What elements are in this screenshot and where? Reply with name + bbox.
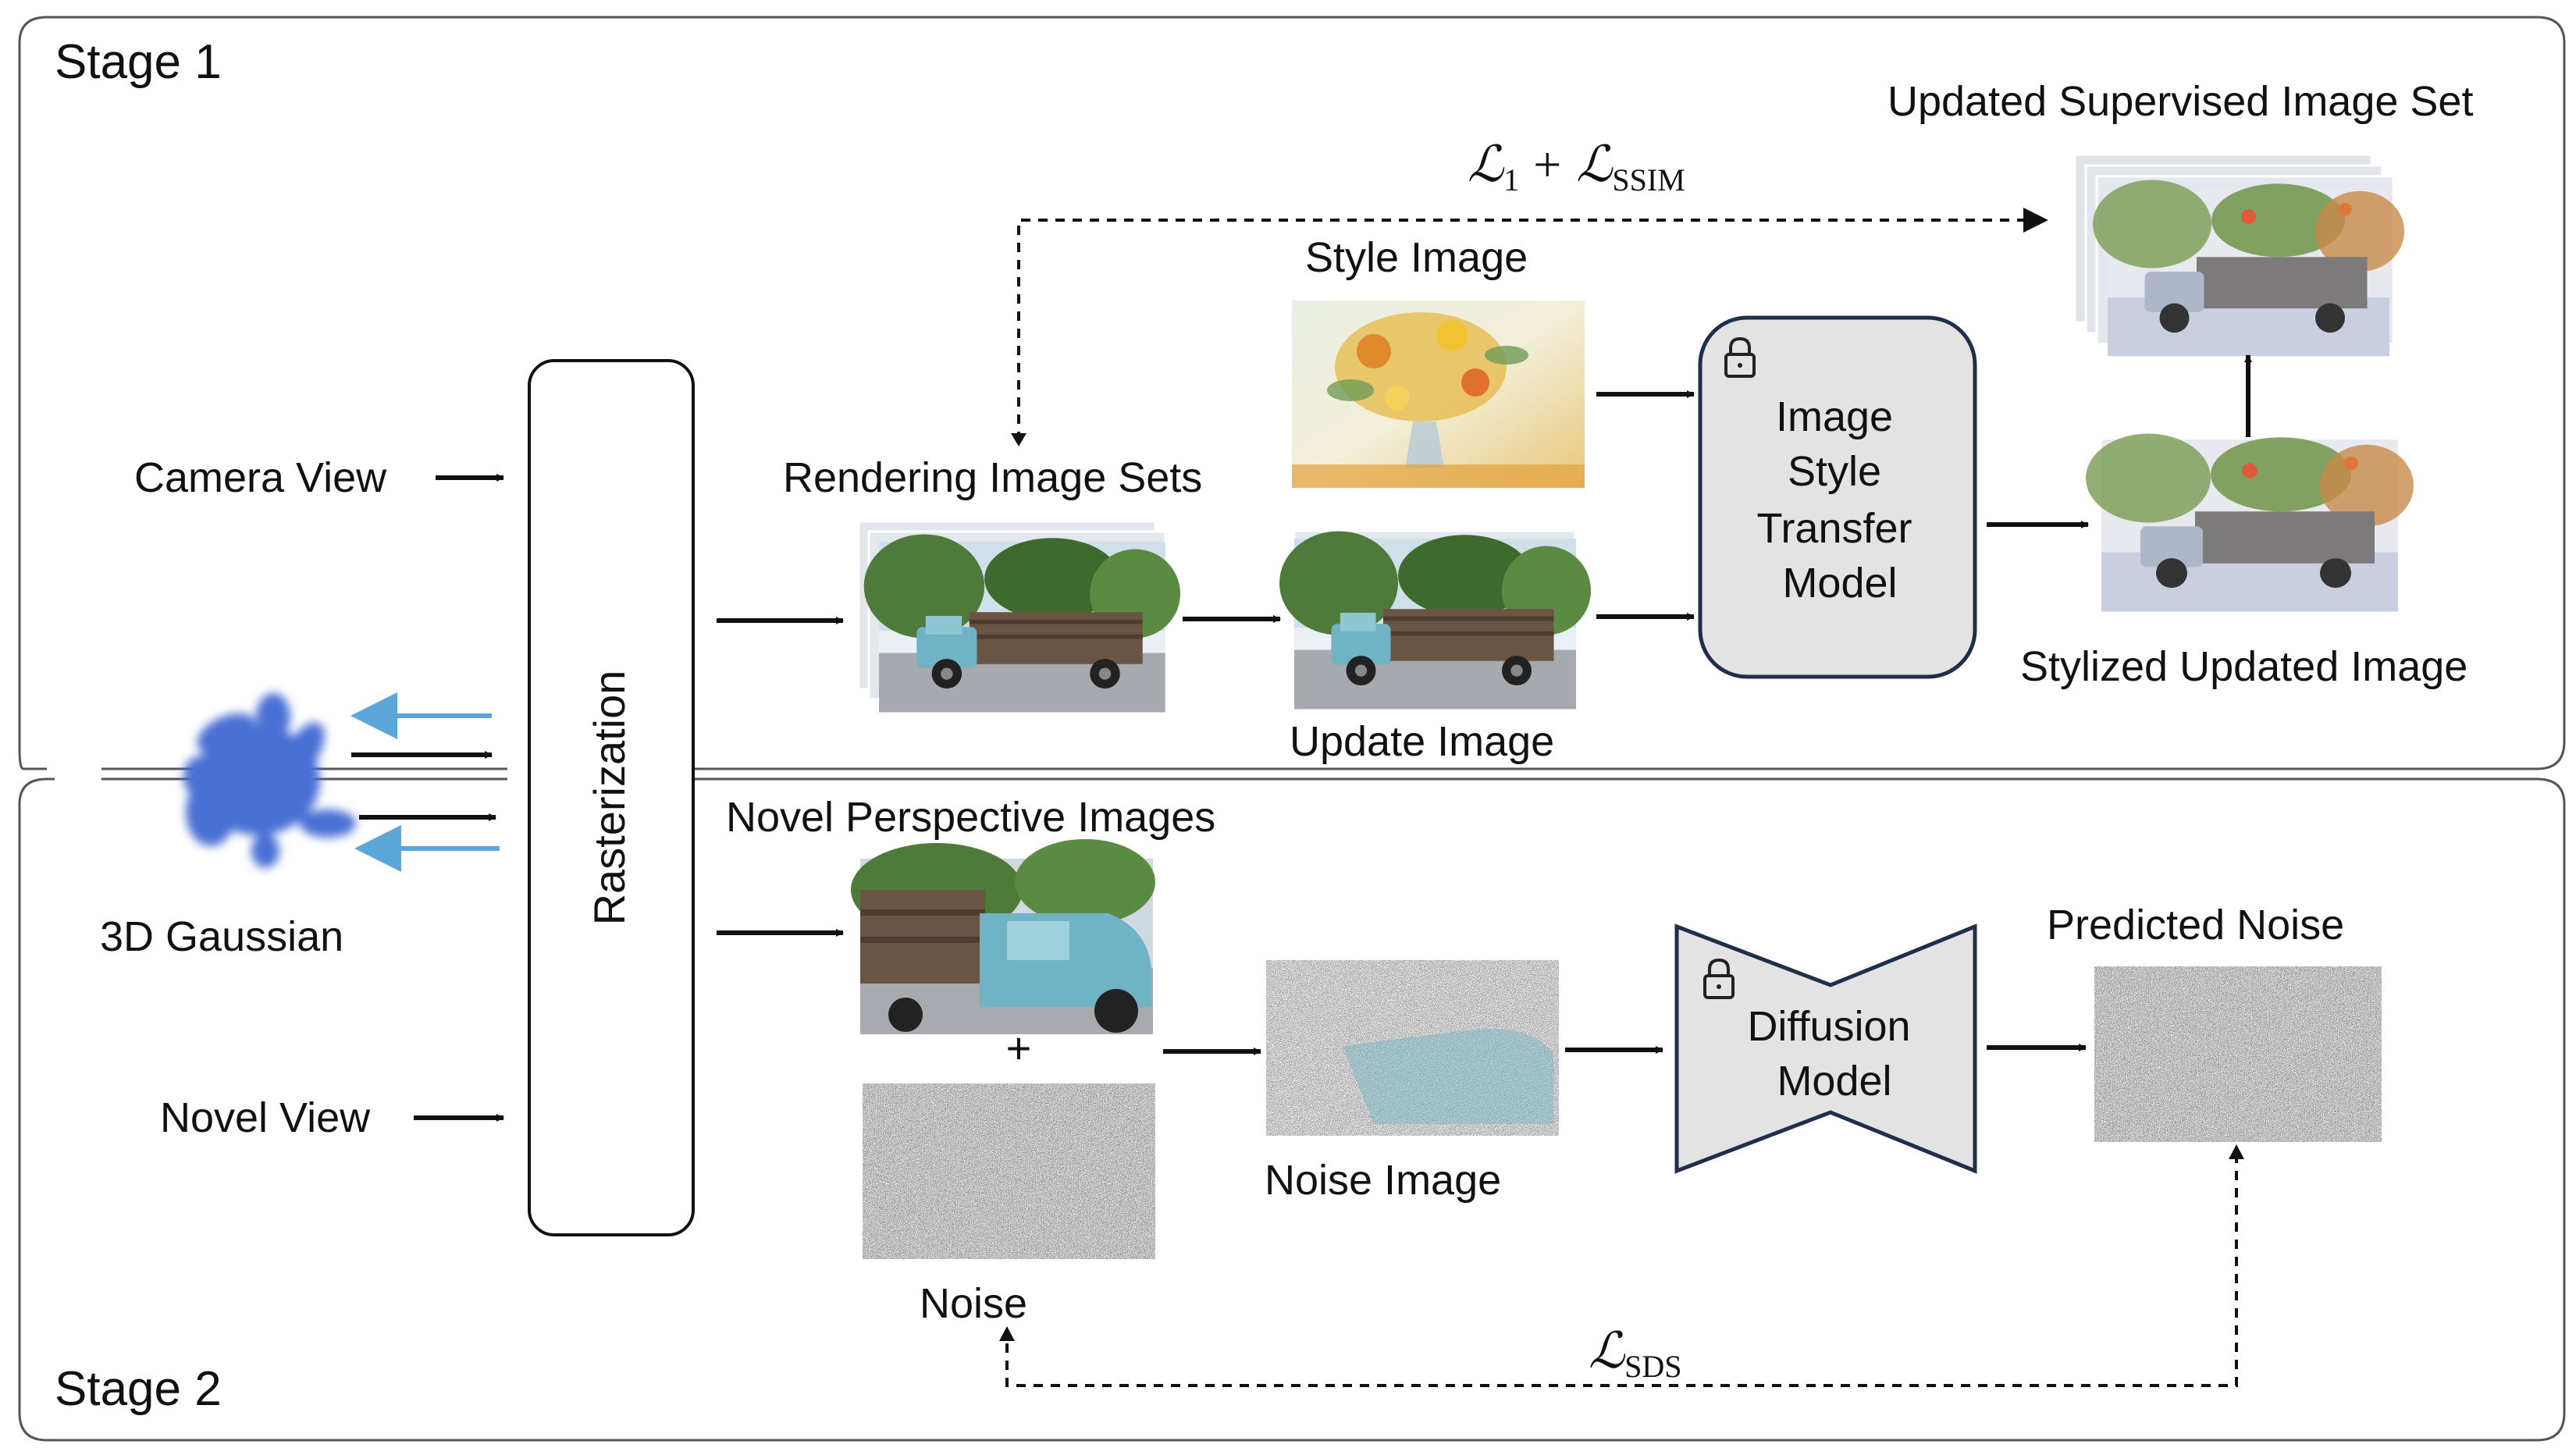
noise-image-label: Noise Image: [1265, 1157, 1501, 1204]
style-image: [1292, 301, 1585, 488]
noise-image: [863, 1083, 1155, 1259]
noisy-image: [1266, 960, 1559, 1136]
loss-sds: ℒSDS: [1589, 1323, 1681, 1384]
sds-arrowhead-up-noise: [999, 1326, 1015, 1341]
camera-view-label: Camera View: [134, 454, 387, 501]
predicted-noise-image: [2094, 966, 2382, 1142]
style-transfer-line3: Transfer: [1756, 505, 1912, 552]
novel-perspective-image: [851, 839, 1155, 1034]
update-image: [1279, 529, 1591, 710]
diffusion-line1: Diffusion: [1747, 1003, 1910, 1050]
updated-supervised-image-stack: [2073, 153, 2404, 357]
noise-label: Noise: [920, 1280, 1027, 1327]
stylized-updated-label: Stylized Updated Image: [2020, 643, 2467, 690]
novel-perspective-label: Novel Perspective Images: [726, 794, 1215, 841]
update-image-label: Update Image: [1290, 718, 1554, 765]
predicted-noise-label: Predicted Noise: [2047, 902, 2344, 948]
lock-icon: [1703, 958, 1735, 999]
plus-sign: +: [1006, 1023, 1032, 1073]
style-transfer-model-block: [1698, 315, 1977, 679]
updated-supervised-label: Updated Supervised Image Set: [1888, 78, 2473, 125]
diffusion-model-block: [1674, 923, 1977, 1174]
rendering-image-sets-label: Rendering Image Sets: [783, 454, 1202, 501]
loss-l1-ssim: ℒ1+ ℒSSIM: [1468, 137, 1685, 197]
stylized-updated-image: [2086, 433, 2414, 612]
novel-view-label: Novel View: [160, 1094, 371, 1141]
rasterization-label: Rasterization: [585, 671, 634, 926]
stage1-panel: [18, 16, 2566, 770]
style-image-label: Style Image: [1305, 234, 1528, 281]
lock-icon: [1724, 336, 1756, 378]
diffusion-line2: Model: [1777, 1058, 1891, 1105]
gaussian-label: 3D Gaussian: [100, 913, 343, 960]
rasterization-block: [528, 359, 695, 1236]
style-transfer-line2: Style: [1788, 448, 1881, 495]
stage1-label: Stage 1: [55, 35, 222, 89]
dashed-arrowhead-down: [1011, 433, 1026, 446]
gaussian-blob-icon: [183, 693, 356, 868]
loss-sds-dashed-link: [1005, 1154, 2238, 1387]
rendering-image-stack: [857, 520, 1180, 713]
style-transfer-line4: Model: [1782, 560, 1897, 607]
sds-arrowhead-up-predicted: [2229, 1144, 2244, 1159]
loss-ssim-dashed-link: [1017, 208, 2048, 441]
stage2-label: Stage 2: [55, 1362, 222, 1416]
style-transfer-line1: Image: [1776, 393, 1893, 440]
